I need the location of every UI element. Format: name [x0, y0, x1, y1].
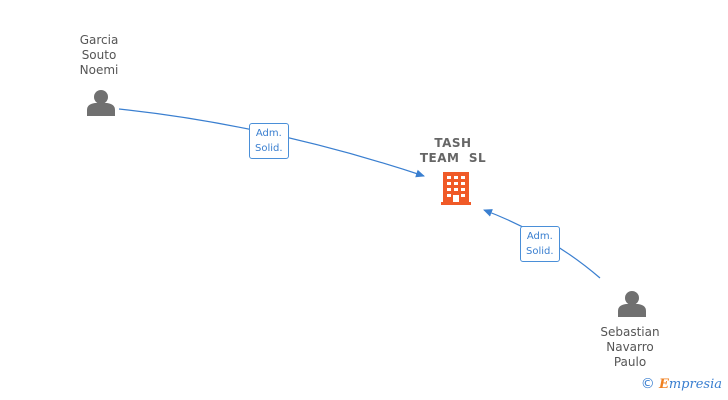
brand-name: mpresia	[668, 377, 722, 392]
copyright-icon: ©	[640, 376, 655, 392]
person-icon[interactable]	[87, 90, 115, 116]
person-name-line: Souto	[81, 48, 117, 62]
relation-label: Adm.	[255, 128, 282, 139]
company-label[interactable]: TASH TEAM SL	[408, 136, 498, 166]
company-name-line: TEAM SL	[419, 151, 487, 165]
building-icon[interactable]	[441, 172, 471, 205]
person-name-line: Paulo	[613, 355, 647, 369]
relation-label: Solid.	[255, 143, 283, 154]
person-name-line: Noemi	[79, 63, 119, 77]
company-name-line: TASH	[434, 136, 472, 150]
brand-logo[interactable]: © Empresia	[641, 376, 722, 392]
brand-initial: E	[658, 377, 669, 392]
relation-badge[interactable]: Adm. Solid.	[520, 226, 560, 262]
person-name-line: Sebastian	[600, 325, 660, 339]
person-name-line: Garcia	[79, 33, 119, 47]
relation-badge[interactable]: Adm. Solid.	[249, 123, 289, 159]
relation-label: Adm.	[526, 231, 553, 242]
relation-label: Solid.	[526, 246, 554, 257]
person-name-line: Navarro	[606, 340, 654, 354]
person-label-sebastian[interactable]: Sebastian Navarro Paulo	[590, 325, 670, 370]
person-label-garcia[interactable]: Garcia Souto Noemi	[64, 33, 134, 78]
person-icon[interactable]	[618, 291, 646, 317]
